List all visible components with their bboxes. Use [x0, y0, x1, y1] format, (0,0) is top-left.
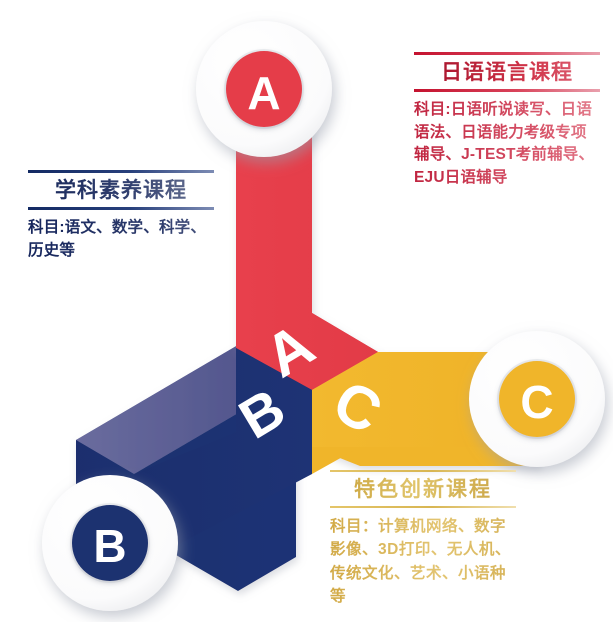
- course-block-subject: 学科素养课程 科目:语文、数学、科学、历史等: [28, 170, 214, 262]
- japanese-rule-bottom: [414, 89, 600, 93]
- arm-gold-bevel: [312, 447, 540, 466]
- node-b-disc: [72, 505, 148, 581]
- node-a-disc: [226, 51, 302, 127]
- course-block-innovation: 特色创新课程 科目：计算机网络、数字影像、3D打印、无人机、传统文化、艺术、小语…: [330, 470, 516, 608]
- japanese-rule-top: [414, 52, 600, 55]
- innovation-body: 科目：计算机网络、数字影像、3D打印、无人机、传统文化、艺术、小语种等: [330, 508, 516, 608]
- innovation-rule-bottom: [330, 506, 516, 509]
- subject-rule-top: [28, 170, 214, 173]
- node-b-letter: B: [93, 520, 126, 572]
- node-c-disc: [499, 361, 575, 437]
- course-block-japanese: 日语语言课程 科目:日语听说读写、日语语法、日语能力考级专项辅导、J-TEST考…: [414, 52, 600, 189]
- subject-title: 学科素养课程: [28, 173, 214, 207]
- node-a-letter: A: [247, 67, 280, 119]
- subject-body: 科目:语文、数学、科学、历史等: [28, 210, 214, 262]
- innovation-title: 特色创新课程: [330, 472, 516, 506]
- node-c-letter: C: [520, 376, 553, 428]
- node-c[interactable]: C: [469, 331, 605, 467]
- arm-blue-front-face: [76, 345, 296, 591]
- node-b[interactable]: B: [42, 475, 178, 611]
- innovation-rule-top: [330, 470, 516, 472]
- node-a[interactable]: A: [196, 21, 332, 157]
- japanese-body: 科目:日语听说读写、日语语法、日语能力考级专项辅导、J-TEST考前辅导、EJU…: [414, 92, 600, 189]
- hub-face-blue-lower: [134, 348, 312, 568]
- subject-rule-bottom: [28, 207, 214, 211]
- hub-face-red-upper: [236, 115, 378, 390]
- japanese-title: 日语语言课程: [414, 55, 600, 89]
